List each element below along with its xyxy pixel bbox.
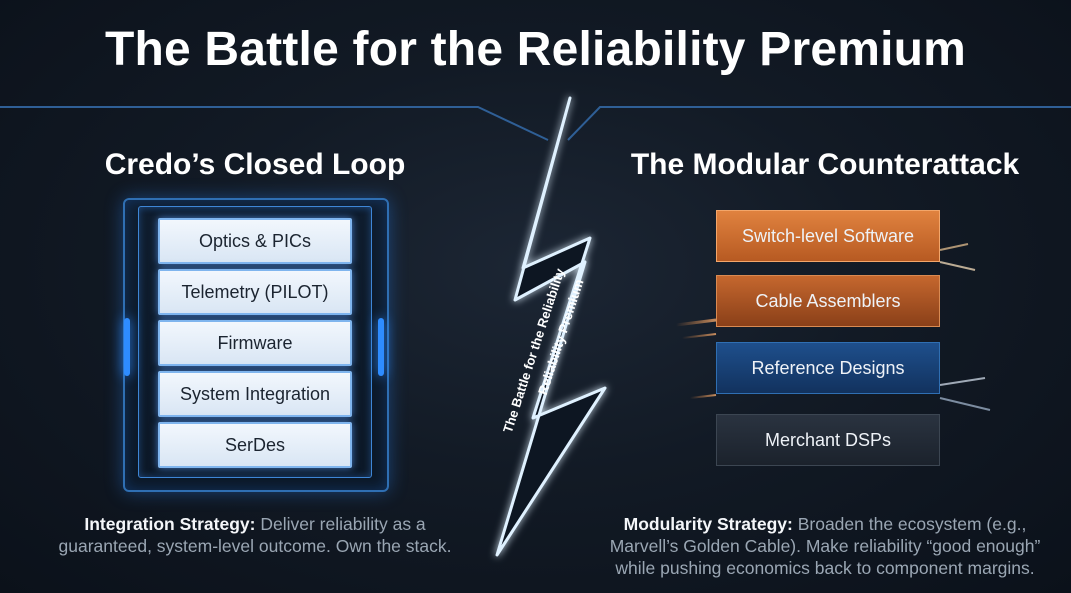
- module-merchant-dsps: Merchant DSPs: [716, 414, 940, 466]
- right-caption-label: Modularity Strategy:: [623, 514, 793, 534]
- left-caption-label: Integration Strategy:: [84, 514, 256, 534]
- module-switch-software: Switch-level Software: [716, 210, 940, 262]
- left-side-glow: [124, 318, 130, 376]
- layer-telemetry: Telemetry (PILOT): [158, 269, 352, 315]
- right-panel-title: The Modular Counterattack: [630, 148, 1020, 181]
- left-caption: Integration Strategy: Deliver reliabilit…: [40, 513, 470, 557]
- layer-optics: Optics & PICs: [158, 218, 352, 264]
- layer-serdes: SerDes: [158, 422, 352, 468]
- right-caption: Modularity Strategy: Broaden the ecosyst…: [590, 513, 1060, 579]
- module-reference-designs: Reference Designs: [716, 342, 940, 394]
- stack-inner-frame: [138, 206, 372, 478]
- right-caption-text: Broaden the ecosystem (e.g., Marvell’s G…: [609, 514, 1041, 578]
- spark-effects: [675, 243, 991, 411]
- page-title: The Battle for the Reliability Premium: [104, 23, 967, 76]
- right-side-glow: [378, 318, 384, 376]
- lightning-bolt: [495, 96, 607, 557]
- right-frame-line: [567, 106, 1071, 141]
- left-caption-text: Deliver reliability as a guaranteed, sys…: [58, 514, 452, 556]
- layer-firmware: Firmware: [158, 320, 352, 366]
- layer-system-integration: System Integration: [158, 371, 352, 417]
- left-panel-title: Credo’s Closed Loop: [104, 148, 406, 181]
- left-frame-line: [0, 106, 549, 141]
- module-cable-assemblers: Cable Assemblers: [716, 275, 940, 327]
